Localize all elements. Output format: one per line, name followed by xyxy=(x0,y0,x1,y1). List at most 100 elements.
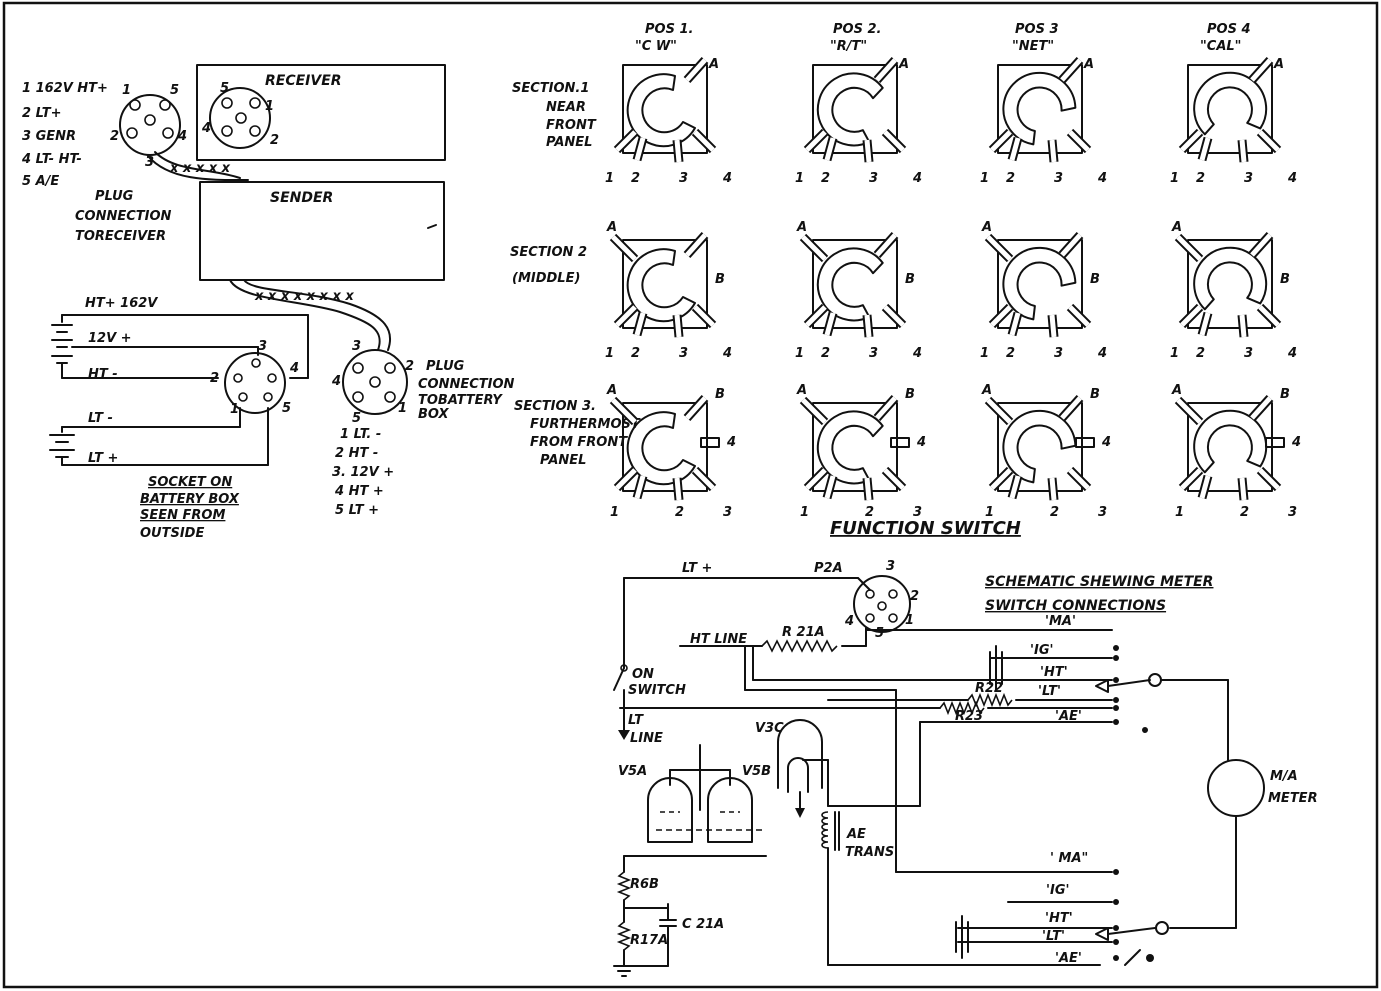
battery-plug-label-connection: CONNECTION xyxy=(418,377,515,392)
svg-text:SECTION 3.: SECTION 3. xyxy=(514,399,596,414)
svg-text:TRANS: TRANS xyxy=(845,845,894,860)
svg-text:2: 2 xyxy=(405,359,414,374)
svg-text:3: 3 xyxy=(258,339,267,354)
svg-text:HT+ 162V: HT+ 162V xyxy=(85,296,158,311)
svg-text:POS 4: POS 4 xyxy=(1207,22,1251,37)
svg-text:x x x x x: x x x x x xyxy=(169,161,231,176)
svg-text:POS 3: POS 3 xyxy=(1015,22,1059,37)
svg-text:B: B xyxy=(1090,387,1100,402)
svg-text:FRONT: FRONT xyxy=(546,118,597,133)
pin-4-label: 4 LT- HT- xyxy=(21,152,82,167)
svg-text:3: 3 xyxy=(1098,505,1107,520)
svg-text:4: 4 xyxy=(912,171,922,186)
svg-text:POS 1.: POS 1. xyxy=(645,22,693,37)
svg-text:2 HT -: 2 HT - xyxy=(335,446,378,461)
svg-text:SEEN FROM: SEEN FROM xyxy=(140,508,225,523)
svg-text:LINE: LINE xyxy=(630,731,663,746)
svg-text:'AE': 'AE' xyxy=(1055,951,1082,966)
svg-text:'MA': 'MA' xyxy=(1045,614,1076,629)
svg-text:V5A: V5A xyxy=(618,764,647,779)
svg-text:FROM FRONT: FROM FRONT xyxy=(530,435,628,450)
svg-text:5: 5 xyxy=(352,411,361,426)
svg-text:METER: METER xyxy=(1268,791,1318,806)
svg-text:2: 2 xyxy=(1006,346,1015,361)
battery-plug-label-to-battery: TOBATTERY xyxy=(418,393,503,408)
svg-text:B: B xyxy=(905,387,915,402)
svg-text:3: 3 xyxy=(352,339,361,354)
svg-text:3: 3 xyxy=(723,505,732,520)
svg-text:A: A xyxy=(981,383,992,398)
svg-text:1: 1 xyxy=(795,346,804,361)
svg-text:FURTHERMOST: FURTHERMOST xyxy=(530,417,641,432)
svg-text:SOCKET ON: SOCKET ON xyxy=(148,475,232,490)
svg-text:B: B xyxy=(715,272,725,287)
svg-text:PANEL: PANEL xyxy=(546,135,592,150)
receiver-plug-pin-list: 1 162V HT+ 2 LT+ 3 GENR 4 LT- HT- 5 A/E xyxy=(21,81,108,189)
svg-text:R23: R23 xyxy=(955,709,983,724)
svg-text:3: 3 xyxy=(679,346,688,361)
svg-text:12V +: 12V + xyxy=(88,331,132,346)
svg-text:A: A xyxy=(606,383,617,398)
svg-text:'LT': 'LT' xyxy=(1038,684,1061,699)
svg-text:2: 2 xyxy=(1006,171,1015,186)
svg-text:"CAL": "CAL" xyxy=(1200,39,1241,54)
svg-text:x x x x x x x x: x x x x x x x x xyxy=(254,289,354,304)
svg-text:4 HT +: 4 HT + xyxy=(334,484,384,499)
svg-text:'HT': 'HT' xyxy=(1045,911,1073,926)
svg-text:4: 4 xyxy=(916,435,926,450)
svg-text:NEAR: NEAR xyxy=(546,100,586,115)
position-headers: POS 1. "C W" POS 2. "R/T" POS 3 "NET" PO… xyxy=(635,22,1251,54)
battery-plug-label: PLUG xyxy=(426,359,465,374)
svg-text:ON: ON xyxy=(632,667,654,682)
svg-text:LT +: LT + xyxy=(88,451,118,466)
schematic-title: SCHEMATIC SHEWING METER SWITCH CONNECTIO… xyxy=(985,574,1213,614)
svg-text:V3C: V3C xyxy=(755,721,784,736)
svg-text:2: 2 xyxy=(675,505,684,520)
svg-text:' MA": ' MA" xyxy=(1050,851,1088,866)
svg-text:"NET": "NET" xyxy=(1012,39,1054,54)
svg-text:A: A xyxy=(898,57,909,72)
receiver-box xyxy=(196,64,446,161)
svg-text:1: 1 xyxy=(605,346,614,361)
svg-text:B: B xyxy=(1280,272,1290,287)
svg-text:1: 1 xyxy=(1170,346,1179,361)
svg-text:1: 1 xyxy=(1175,505,1184,520)
svg-text:1: 1 xyxy=(230,402,239,417)
svg-text:A: A xyxy=(981,220,992,235)
svg-text:'LT': 'LT' xyxy=(1042,929,1065,944)
svg-text:4: 4 xyxy=(1287,346,1297,361)
svg-text:SECTION 2: SECTION 2 xyxy=(510,245,587,260)
svg-text:BATTERY BOX: BATTERY BOX xyxy=(140,492,240,507)
svg-text:4: 4 xyxy=(912,346,922,361)
svg-text:5: 5 xyxy=(170,83,179,98)
svg-text:3: 3 xyxy=(679,171,688,186)
svg-text:A: A xyxy=(708,57,719,72)
svg-text:4: 4 xyxy=(1097,171,1107,186)
svg-text:1 LT. -: 1 LT. - xyxy=(340,427,381,442)
svg-text:M/A: M/A xyxy=(1270,769,1298,784)
svg-text:2: 2 xyxy=(631,346,640,361)
svg-text:R 21A: R 21A xyxy=(782,625,825,640)
svg-text:A: A xyxy=(1273,57,1284,72)
svg-text:3: 3 xyxy=(886,559,895,574)
svg-text:LT +: LT + xyxy=(682,561,712,576)
pin-2-label: 2 LT+ xyxy=(22,106,61,121)
svg-text:LT -: LT - xyxy=(88,411,113,426)
svg-text:AE: AE xyxy=(846,827,866,842)
svg-text:'IG': 'IG' xyxy=(1030,643,1053,658)
svg-text:5: 5 xyxy=(282,401,291,416)
svg-text:3. 12V +: 3. 12V + xyxy=(332,465,394,480)
svg-text:B: B xyxy=(715,387,725,402)
svg-text:4: 4 xyxy=(722,171,732,186)
svg-text:2: 2 xyxy=(821,346,830,361)
